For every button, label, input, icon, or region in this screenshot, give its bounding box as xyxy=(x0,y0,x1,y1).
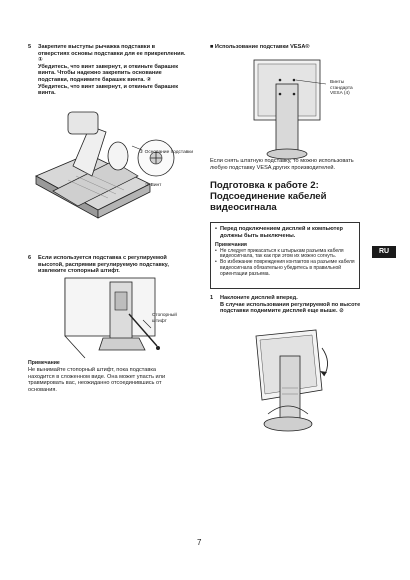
note-item: Во избежание повреждения контактов на ра… xyxy=(215,259,355,277)
language-tab: RU xyxy=(372,246,396,258)
vesa-text: Если снять штатную подставку, то можно и… xyxy=(210,158,354,171)
left-note-title: Примечание xyxy=(28,360,60,366)
page-number: 7 xyxy=(197,538,202,547)
step1-number: 1 xyxy=(210,295,214,301)
stand-attach-illustration xyxy=(35,111,175,219)
label-vesa-screws: Винты стандарта VESA (4) xyxy=(330,80,353,97)
step5-text: Закрепите выступы рычажка подставки в от… xyxy=(38,44,186,97)
left-note-text: Не вынимайте стопорный штифт, пока подст… xyxy=(28,367,166,393)
notes-title: Примечания xyxy=(215,242,247,249)
vesa-title: ■ Использование подставки VESA® xyxy=(210,44,310,50)
label-screw: ② Винт xyxy=(145,183,162,188)
step6-number: 6 xyxy=(28,255,32,261)
label-stand-base: ① Основание подставки xyxy=(139,150,194,155)
note-item: Не следует прикасаться к штырькам разъем… xyxy=(215,248,355,261)
warning-bullet: Перед подключением дисплей и компьютер д… xyxy=(215,226,355,239)
tilt-monitor-illustration xyxy=(255,329,328,432)
locking-pin-illustration xyxy=(64,277,160,359)
locking-pin xyxy=(128,313,158,347)
vesa-illustration xyxy=(253,59,327,160)
step5-number: 5 xyxy=(28,44,32,50)
section-heading: Подготовка к работе 2: Подсоединение каб… xyxy=(210,180,327,213)
step6-text: Если используется подставка с регулируем… xyxy=(38,255,169,275)
label-locking-pin: Стопорный штифт xyxy=(152,313,177,324)
step1-text: Наклоните дисплей вперед. В случае испол… xyxy=(220,295,361,315)
warning-box: Перед подключением дисплей и компьютер д… xyxy=(210,222,360,289)
